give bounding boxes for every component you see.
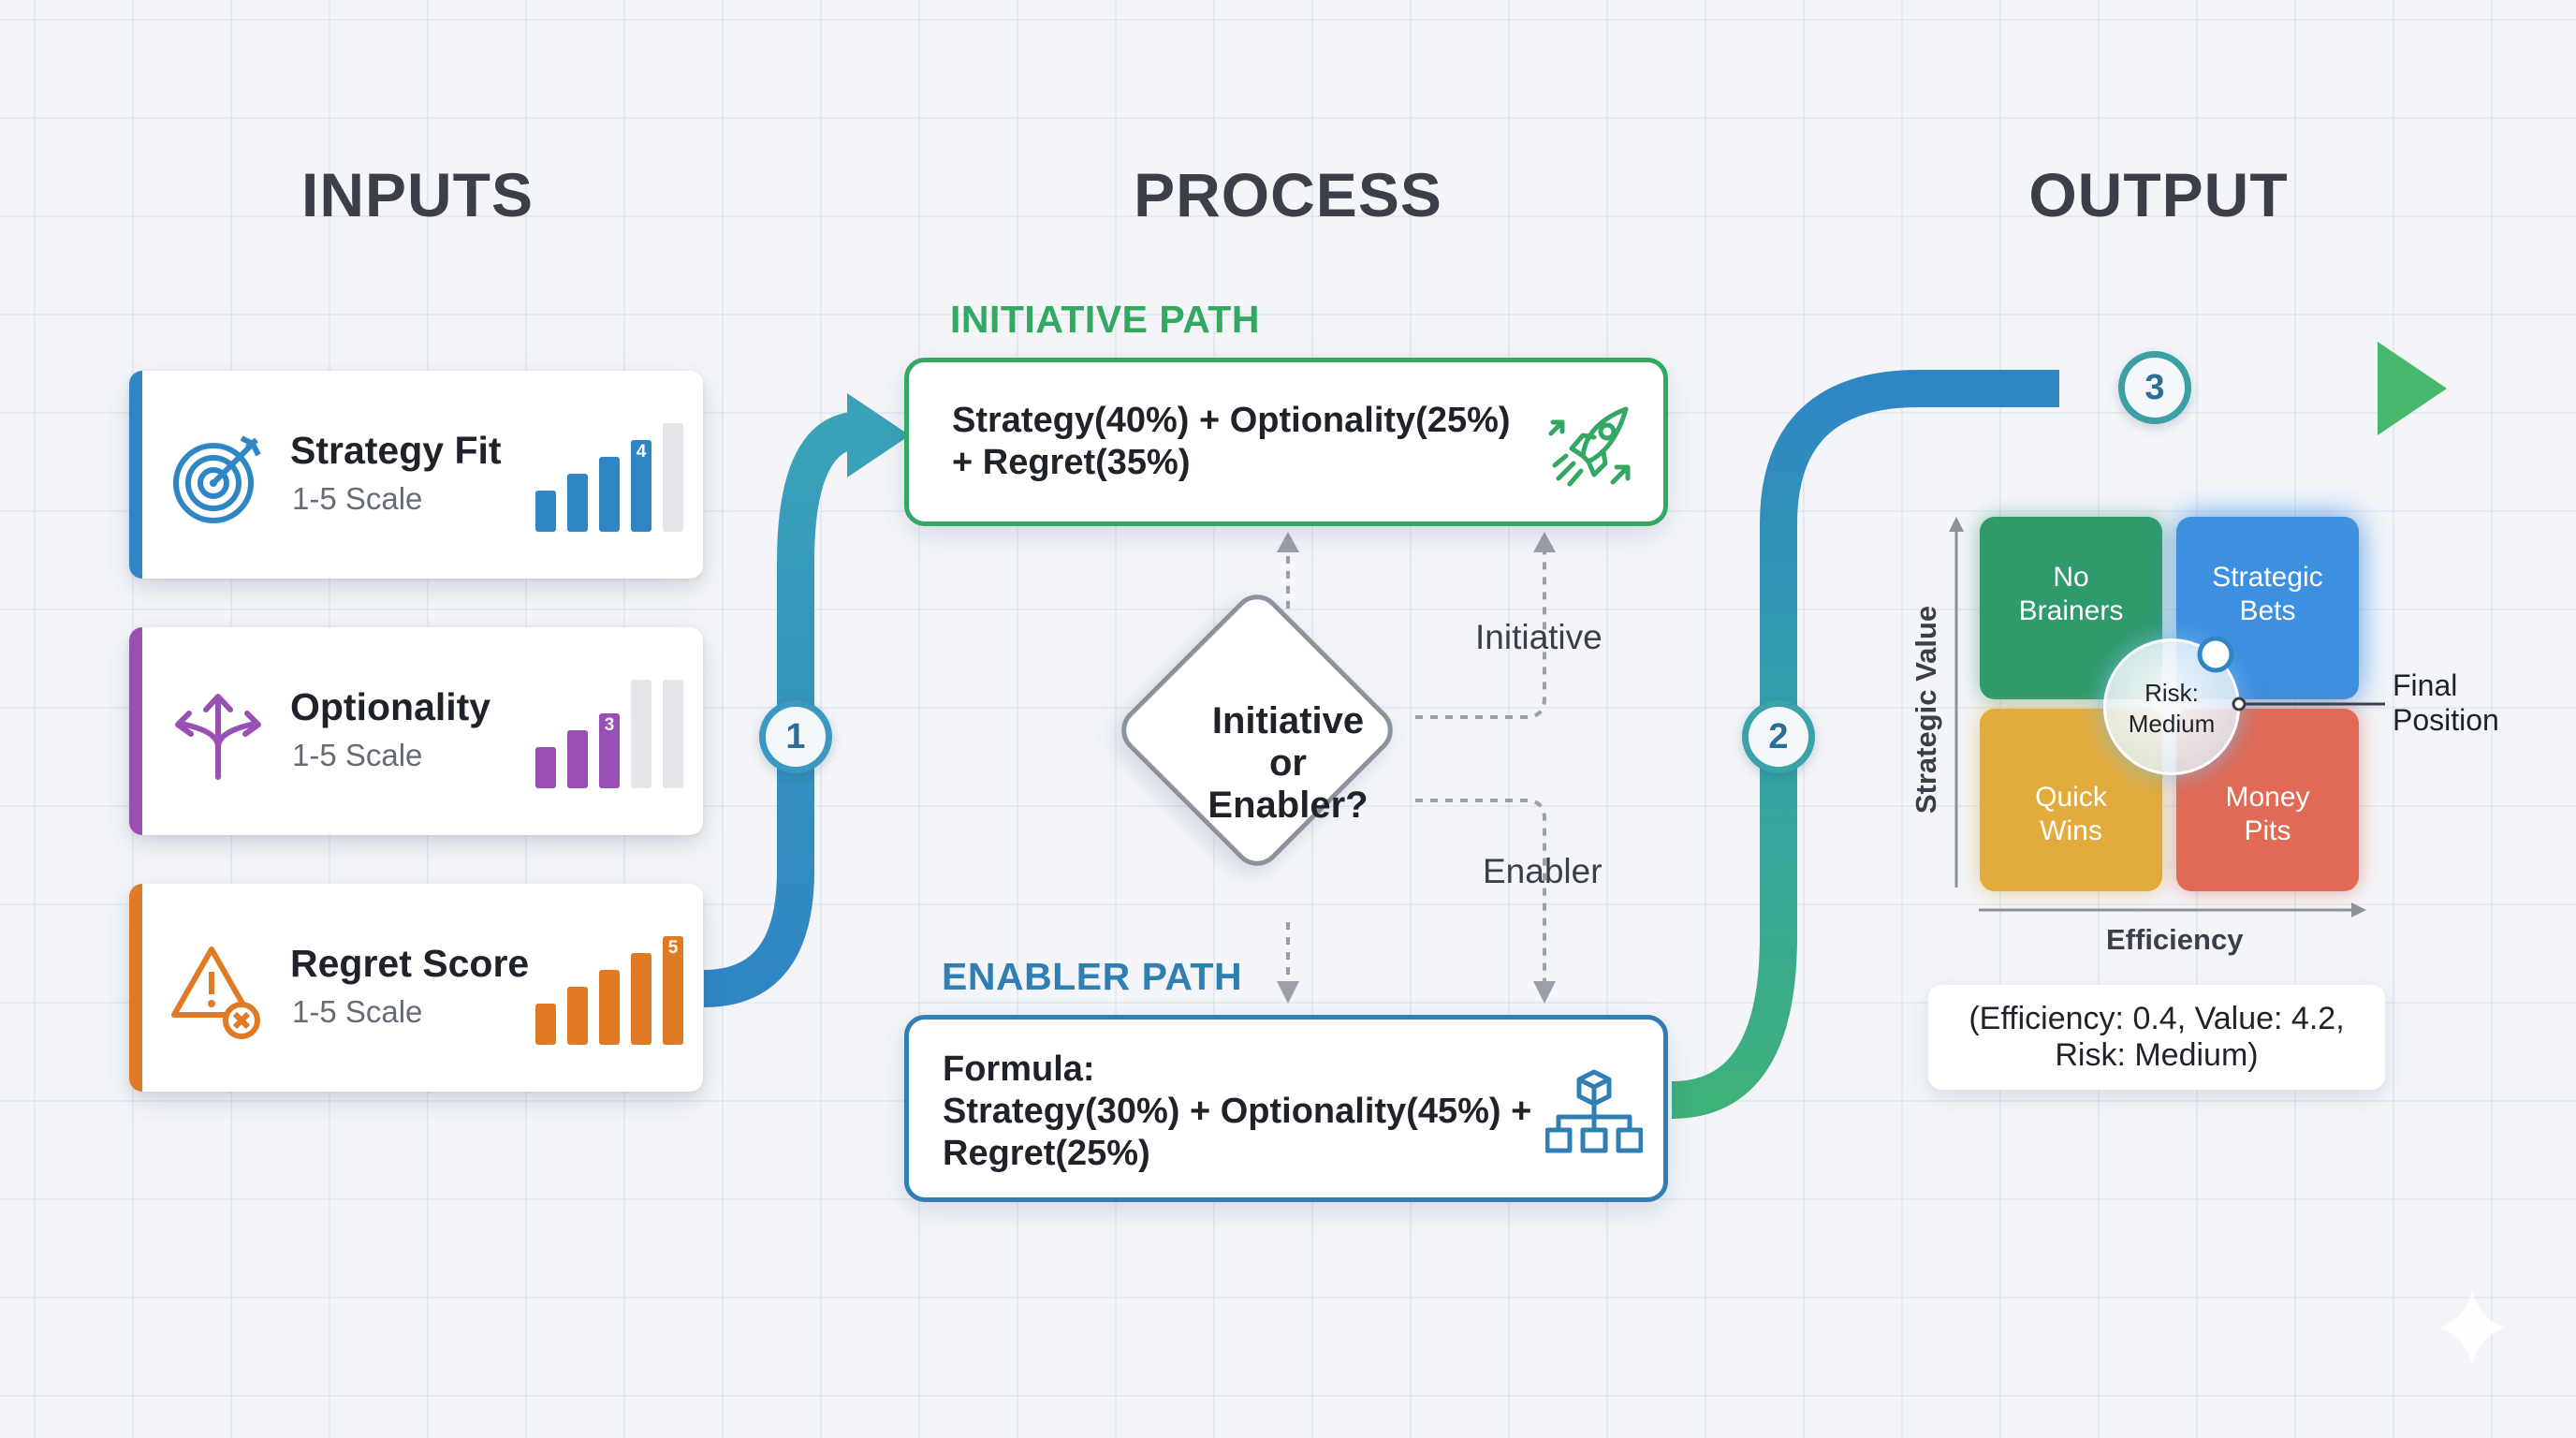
score-bar: [535, 1004, 556, 1045]
risk-label-line-1: Risk:: [2144, 679, 2199, 707]
score-bar: [567, 730, 588, 788]
input-title: Optionality: [290, 685, 491, 728]
quadrant-label-line-1: Quick: [2035, 781, 2107, 813]
score-bar: [599, 970, 620, 1045]
card-accent: [129, 884, 142, 1092]
decision-line-2: or: [1269, 742, 1307, 784]
score-bar: [567, 987, 588, 1045]
quadrant-label-line-1: Strategic: [2212, 561, 2323, 593]
input-card-regret-score: Regret Score 1-5 Scale 5: [129, 884, 703, 1092]
hierarchy-icon: [1544, 1068, 1644, 1166]
score-value: 5: [667, 938, 679, 958]
quadrant-label-line-2: Brainers: [2018, 594, 2124, 626]
result-summary: (Efficiency: 0.4, Value: 4.2, Risk: Medi…: [1928, 985, 2385, 1090]
process-heading: PROCESS: [1134, 160, 1442, 229]
score-bar: 5: [663, 936, 683, 1045]
warning-triangle-icon: [167, 940, 270, 1043]
score-bar: [567, 474, 588, 532]
enabler-formula-line-2: Strategy(30%) + Optionality(45%) +: [943, 1092, 1532, 1131]
initiative-formula-line-1: Strategy(40%) + Optionality(25%): [952, 401, 1511, 440]
y-axis-label: Strategic Value: [1910, 605, 1942, 814]
step-marker-1: 1: [759, 700, 832, 773]
output-heading: OUTPUT: [2028, 160, 2289, 229]
x-axis-label: Efficiency: [2106, 923, 2244, 956]
result-line-1: (Efficiency: 0.4, Value: 4.2,: [1969, 1001, 2345, 1036]
risk-label-line-2: Medium: [2128, 710, 2216, 738]
flow-ribbon-1: [703, 412, 856, 1007]
score-bars: 3: [535, 680, 683, 788]
target-arrow-icon: [167, 427, 270, 530]
final-position-label: Final Position: [2393, 668, 2499, 738]
decision-line-1: Initiative: [1211, 700, 1365, 741]
score-value: 4: [636, 442, 647, 462]
score-bars: 5: [535, 936, 683, 1045]
score-bar: [535, 747, 556, 788]
score-value: 3: [604, 715, 615, 735]
enabler-formula-line-3: Regret(25%): [943, 1134, 1150, 1173]
risk-label: Risk: Medium: [2103, 678, 2240, 740]
step-marker-3: 3: [2118, 351, 2191, 424]
inputs-heading: INPUTS: [300, 160, 534, 229]
flow-ribbon-2: [1671, 370, 2059, 1119]
score-bar: [631, 953, 651, 1045]
branch-label-initiative: Initiative: [1475, 618, 1603, 656]
enabler-path-label: ENABLER PATH: [942, 955, 1243, 998]
decision-question: Initiative or Enabler?: [1138, 700, 1438, 827]
quadrant-label-line-2: Pits: [2244, 814, 2291, 846]
quadrant-label-line-1: No: [2053, 561, 2089, 593]
quadrant-label-line-1: Money: [2225, 781, 2310, 813]
sparkle-icon: [2439, 1290, 2505, 1365]
input-title: Strategy Fit: [290, 429, 502, 472]
input-card-optionality: Optionality 1-5 Scale 3: [129, 627, 703, 835]
input-scale: 1-5 Scale: [292, 481, 423, 516]
input-scale: 1-5 Scale: [292, 994, 423, 1029]
step-marker-2: 2: [1742, 700, 1815, 773]
input-card-strategy-fit: Strategy Fit 1-5 Scale 4: [129, 371, 703, 579]
card-accent: [129, 627, 142, 835]
quadrant-label-line-2: Bets: [2239, 594, 2296, 626]
flow-arrowhead-3: [2378, 342, 2447, 435]
score-bar: 3: [599, 713, 620, 788]
branching-arrows-icon: [167, 683, 270, 786]
score-bar: [663, 423, 683, 532]
score-bar: [535, 491, 556, 532]
flow-arrowhead-1: [847, 393, 910, 477]
score-bar: 4: [631, 440, 651, 532]
enabler-formula-line-1: Formula:: [943, 1049, 1095, 1089]
score-bar: [631, 680, 651, 788]
rocket-icon: [1545, 396, 1643, 493]
input-scale: 1-5 Scale: [292, 738, 423, 772]
final-label-line-1: Final: [2393, 668, 2458, 702]
result-line-2: Risk: Medium): [2055, 1037, 2259, 1073]
card-accent: [129, 371, 142, 579]
decision-line-3: Enabler?: [1208, 785, 1368, 826]
quadrant-label-line-2: Wins: [2040, 814, 2102, 846]
branch-label-enabler: Enabler: [1483, 852, 1603, 890]
score-bar: [599, 457, 620, 532]
score-bar: [663, 680, 683, 788]
initiative-path-label: INITIATIVE PATH: [950, 298, 1260, 341]
score-bars: 4: [535, 423, 683, 532]
initiative-formula-line-2: + Regret(35%): [952, 443, 1191, 482]
input-title: Regret Score: [290, 942, 530, 985]
enabler-formula-box: Formula: Strategy(30%) + Optionality(45%…: [904, 1015, 1668, 1202]
final-label-line-2: Position: [2393, 703, 2499, 737]
initiative-formula-box: Strategy(40%) + Optionality(25%) + Regre…: [904, 358, 1668, 526]
